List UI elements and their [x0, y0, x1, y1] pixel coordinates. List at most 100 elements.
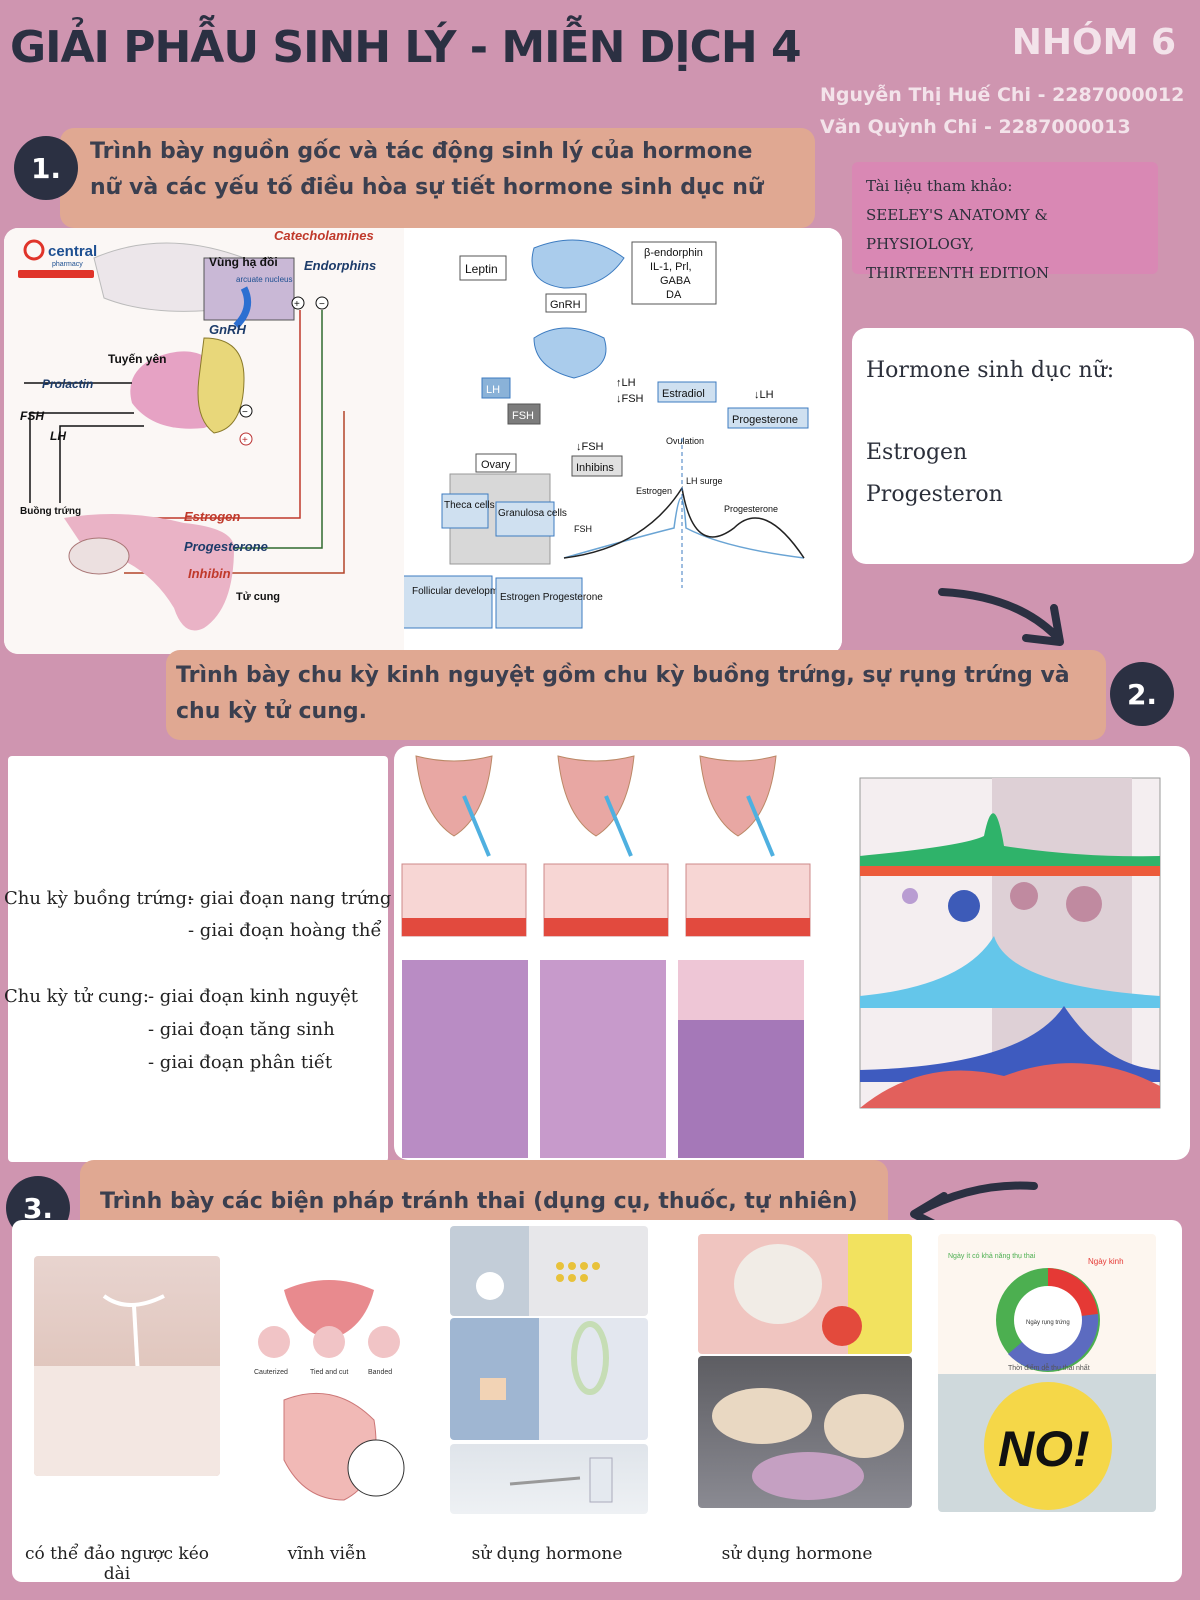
progesterone-label: Progesterone — [184, 539, 268, 554]
patch-ring-photo — [450, 1318, 648, 1440]
calendar-period-label: Ngày kinh — [1088, 1257, 1124, 1266]
up-lh-label: ↑LH — [616, 377, 636, 389]
section-1-line-1: Trình bày nguồn gốc và tác động sinh lý … — [90, 139, 753, 164]
no-sign-text: NO! — [998, 1421, 1090, 1477]
caption-sterilization: vĩnh viễn — [287, 1544, 367, 1564]
gaba-label: GABA — [660, 275, 691, 287]
fsh-curve-label: FSH — [574, 524, 592, 534]
tied-cut-label: Tied and cut — [310, 1369, 348, 1376]
member-1: Nguyễn Thị Huế Chi - 2287000012 — [820, 84, 1185, 106]
down-fsh2-label: ↓FSH — [576, 441, 604, 453]
pill-pack-photo — [450, 1226, 648, 1316]
gnrh-right-label: GnRH — [550, 299, 581, 311]
diaphragm-photo — [698, 1356, 912, 1508]
uterine-item-1: - giai đoạn kinh nguyệt — [148, 986, 359, 1007]
svg-text:+: + — [242, 435, 248, 446]
brand-sub-label: pharmacy — [52, 261, 83, 268]
pituitary-label: Tuyến yên — [108, 352, 166, 366]
section-1-line-2: nữ và các yếu tố điều hòa sự tiết hormon… — [90, 175, 764, 200]
estrogen-curve-label: Estrogen — [636, 486, 672, 496]
theca-label: Theca cells — [444, 500, 495, 511]
sterilization-diagram: Cauterized Tied and cut Banded — [244, 1260, 414, 1510]
reference-line-1: SEELEY'S ANATOMY & PHYSIOLOGY, — [866, 206, 1048, 253]
catecholamines-label: Catecholamines — [274, 228, 374, 243]
caption-hormone-1: sử dụng hormone — [471, 1544, 623, 1564]
ovary-label: Buồng trứng — [20, 505, 81, 517]
caption-hormone-2: sử dụng hormone — [721, 1544, 873, 1564]
fsh-box-label: FSH — [512, 410, 534, 422]
menstrual-cycle-panel — [394, 746, 1190, 1160]
arrow-down-right-icon — [938, 588, 1064, 646]
central-logo-icon — [23, 239, 45, 261]
section-2-line-1: Trình bày chu kỳ kinh nguyệt gồm chu kỳ … — [176, 663, 1070, 688]
page-title: GIẢI PHẪU SINH LÝ - MIỄN DỊCH 4 — [10, 22, 802, 73]
estradiol-label: Estradiol — [662, 388, 705, 400]
da-label: DA — [666, 289, 682, 301]
svg-text:−: − — [319, 299, 325, 310]
cycle-hormone-chart — [859, 777, 1161, 1109]
brand-label: central — [48, 243, 97, 260]
caption-iud: có thể đảo ngược kéo dài — [25, 1544, 209, 1584]
granulosa-label: Granulosa cells — [498, 508, 567, 519]
ovary-right-label: Ovary — [481, 459, 511, 471]
iud-photo — [34, 1256, 220, 1476]
svg-text:+: + — [294, 299, 300, 310]
lh-label: LH — [50, 429, 66, 443]
reference-box: Tài liệu tham khảo: SEELEY'S ANATOMY & P… — [852, 162, 1158, 282]
hormone-item-estrogen: Estrogen — [866, 440, 968, 465]
svg-text:−: − — [242, 407, 248, 418]
inhibin-label: Inhibin — [188, 566, 231, 581]
uterine-item-3: - giai đoạn phân tiết — [148, 1052, 333, 1073]
uterine-cycle-label: Chu kỳ tử cung: — [4, 986, 149, 1007]
lh-box-label: LH — [486, 384, 500, 396]
leptin-label: Leptin — [465, 262, 498, 276]
hormone-feedback-diagram: Leptin β-endorphin IL-1, Prl, GABA DA Gn… — [404, 228, 842, 654]
estrogen-label: Estrogen — [184, 509, 240, 524]
beta-endorphin-label: β-endorphin — [644, 247, 703, 259]
prolactin-label: Prolactin — [42, 377, 93, 391]
calendar-ovulation-label: Ngày rụng trứng — [1026, 1320, 1070, 1326]
injection-photo — [450, 1444, 648, 1514]
endorphins-label: Endorphins — [304, 258, 376, 273]
cycle-text-box — [8, 756, 388, 1162]
cauterized-label: Cauterized — [254, 1369, 288, 1376]
uterus-label: Tử cung — [236, 591, 280, 603]
progesterone-curve-label: Progesterone — [724, 504, 778, 514]
follicular-label: Follicular development Ovulation — [412, 586, 557, 597]
reference-line-2: THIRTEENTH EDITION — [866, 264, 1050, 282]
section-1-number: 1. — [14, 136, 78, 200]
hormone-diagram-panel: central pharmacy Vùng hạ đồi arcuate nuc… — [4, 228, 842, 654]
member-2: Văn Quỳnh Chi - 2287000013 — [820, 116, 1131, 138]
arcuate-label: arcuate nucleus — [236, 275, 292, 284]
hormone-box: Hormone sinh dục nữ: Estrogen Progestero… — [852, 328, 1194, 564]
down-fsh-label: ↓FSH — [616, 393, 644, 405]
hypothalamus-label: Vùng hạ đồi — [209, 255, 278, 269]
endometrium-illustration — [401, 755, 811, 1158]
hypothalamic-pituitary-diagram: central pharmacy Vùng hạ đồi arcuate nuc… — [4, 228, 404, 654]
il-label: IL-1, Prl, — [650, 261, 692, 273]
inhibins-label: Inhibins — [576, 462, 614, 474]
est-prog-label: Estrogen Progesterone — [500, 592, 603, 603]
ovarian-cycle-label: Chu kỳ buồng trứng: — [4, 888, 194, 909]
ovulation-label: Ovulation — [666, 436, 704, 446]
uterine-item-2: - giai đoạn tăng sinh — [148, 1019, 335, 1040]
contraception-panel: Cauterized Tied and cut Banded Ngày ít c… — [12, 1220, 1182, 1584]
ovarian-item-2: - giai đoạn hoàng thể — [188, 920, 382, 941]
section-1-question: Trình bày nguồn gốc và tác động sinh lý … — [60, 128, 815, 228]
calendar-fertile-label: Ngày ít có khả năng thụ thai — [948, 1253, 1036, 1260]
gnrh-label: GnRH — [209, 322, 246, 337]
progesterone-box-label: Progesterone — [732, 414, 798, 426]
fsh-label: FSH — [20, 409, 44, 423]
down-lh-label: ↓LH — [754, 389, 774, 401]
calendar-method-graphic: Ngày ít có khả năng thụ thai Ngày kinh N… — [938, 1234, 1156, 1512]
section-2-number: 2. — [1110, 662, 1174, 726]
group-name: NHÓM 6 — [1011, 22, 1176, 63]
ovarian-item-1: - giai đoạn nang trứng — [188, 888, 392, 909]
reference-label: Tài liệu tham khảo: — [866, 177, 1013, 195]
section-2-line-2: chu kỳ tử cung. — [176, 699, 367, 724]
lh-surge-label: LH surge — [686, 476, 723, 486]
banded-label: Banded — [368, 1369, 392, 1376]
calendar-peak-label: Thời điểm dễ thụ thai nhất — [1008, 1363, 1090, 1372]
hormone-item-progesteron: Progesteron — [866, 482, 1003, 507]
section-2-question: Trình bày chu kỳ kinh nguyệt gồm chu kỳ … — [166, 650, 1106, 740]
